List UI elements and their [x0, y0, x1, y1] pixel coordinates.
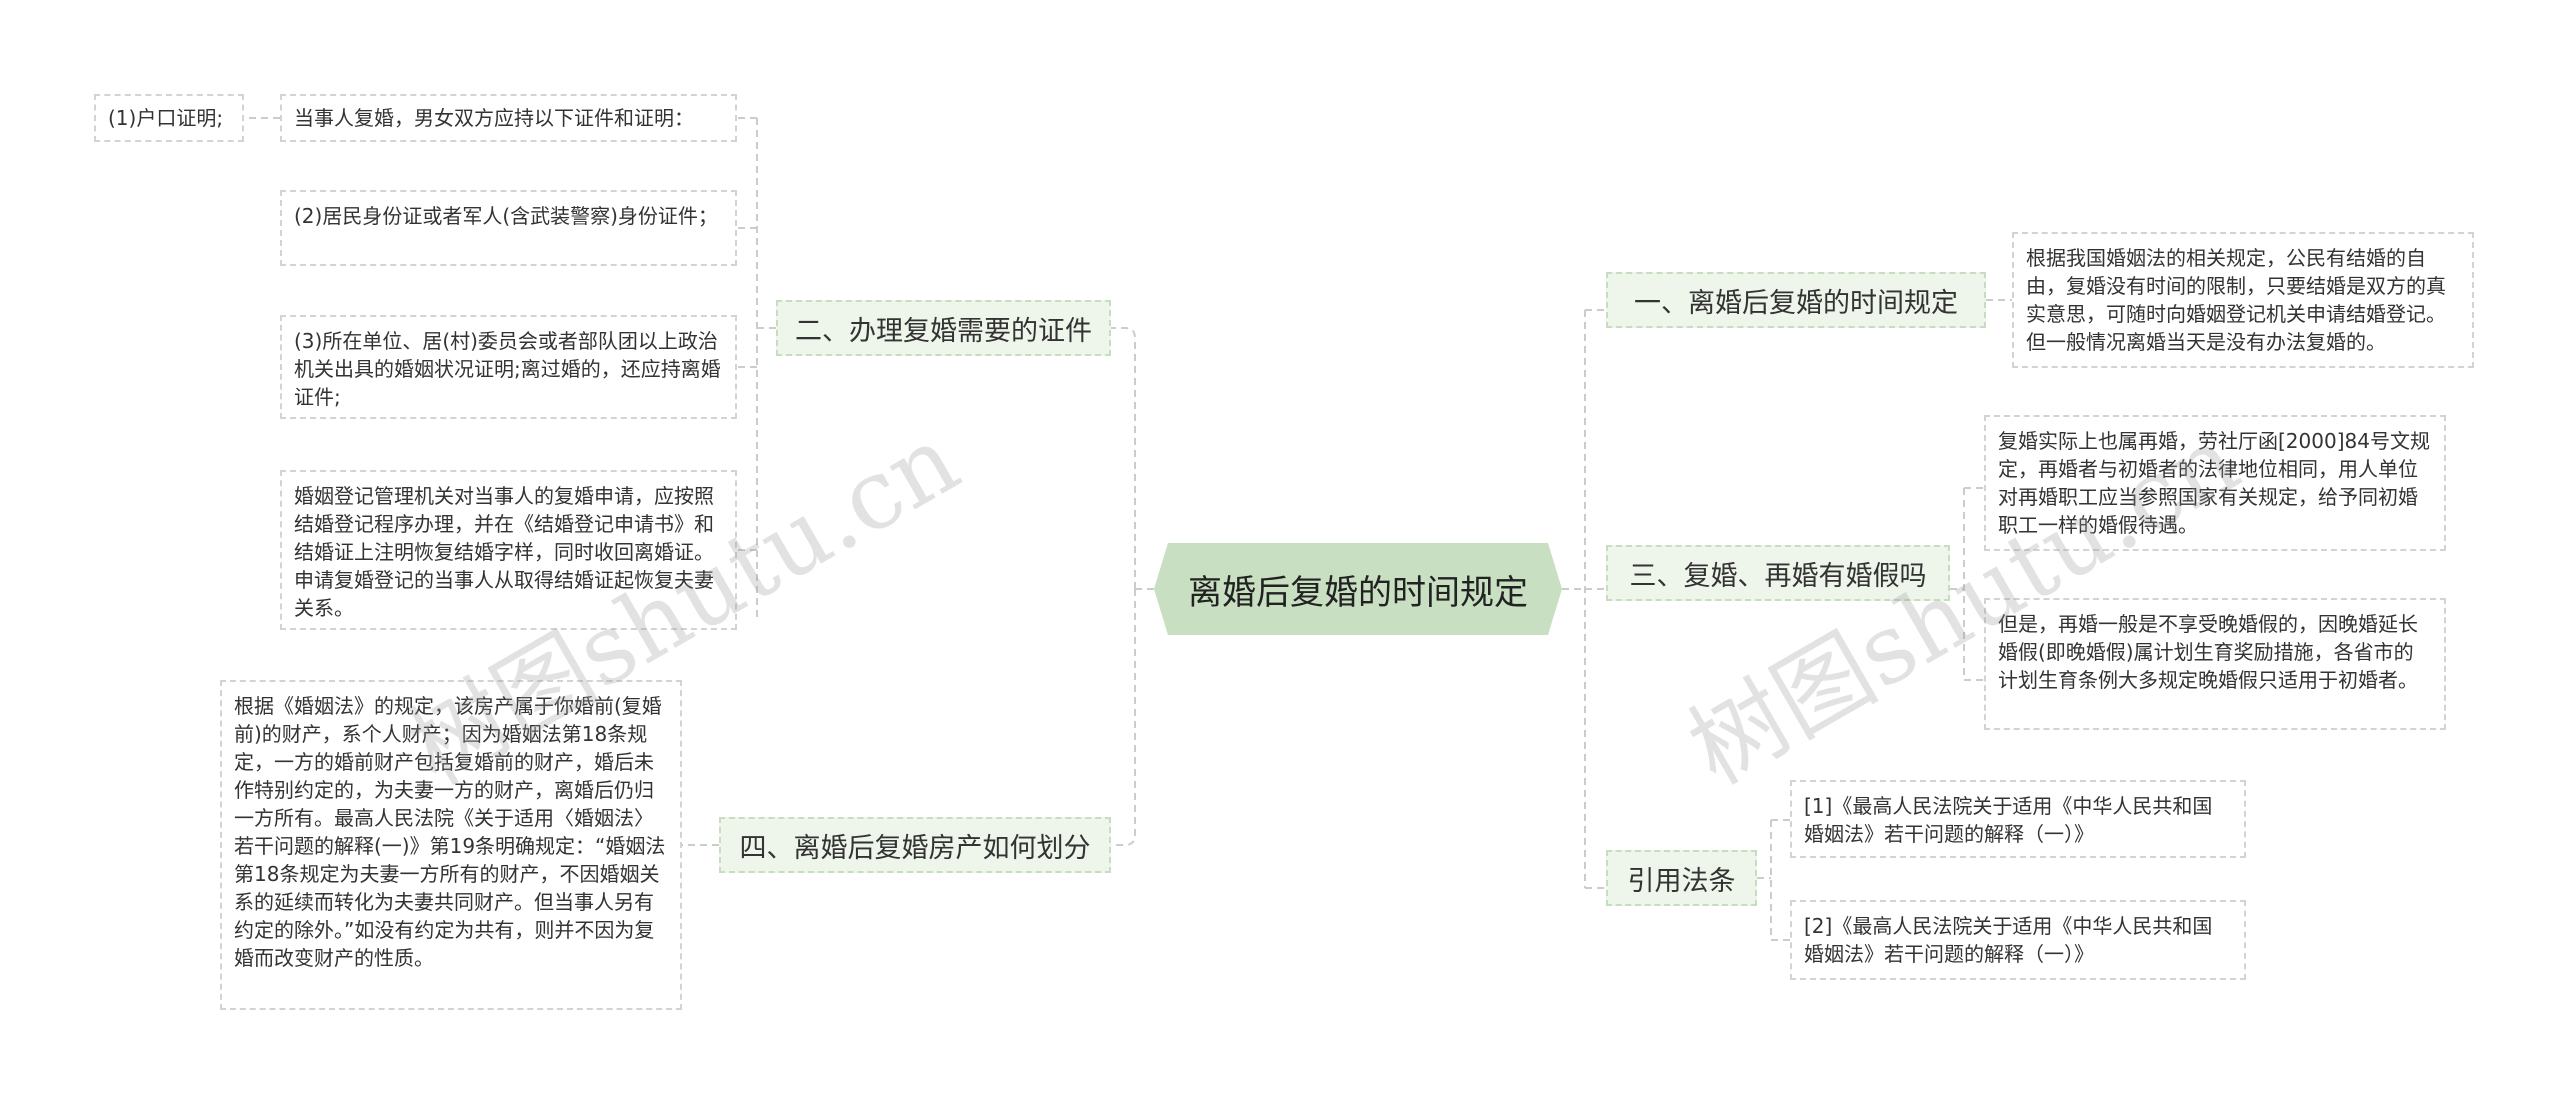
leaf-registration-procedure-text: 婚姻登记管理机关对当事人的复婚申请，应按照结婚登记程序办理，并在《结婚登记申请书… [294, 484, 714, 620]
branch-property-division-label: 四、离婚后复婚房产如何划分 [739, 832, 1091, 864]
leaf-law-reference-1[interactable]: [1]《最高人民法院关于适用《中华人民共和国婚姻法》若干问题的解释（一）》 [1790, 780, 2246, 858]
branch-remarriage-time[interactable]: 一、离婚后复婚的时间规定 [1606, 272, 1986, 328]
leaf-marriage-leave-text: 复婚实际上也属再婚，劳社厅函[2000]84号文规定，再婚者与初婚者的法律地位相… [1998, 429, 2430, 537]
leaf-late-marriage-leave-text: 但是，再婚一般是不享受晚婚假的，因晚婚延长婚假(即晚婚假)属计划生育奖励措施，各… [1998, 612, 2418, 692]
leaf-remarriage-time-text: 根据我国婚姻法的相关规定，公民有结婚的自由，复婚没有时间的限制，只要结婚是双方的… [2026, 246, 2446, 354]
leaf-late-marriage-leave[interactable]: 但是，再婚一般是不享受晚婚假的，因晚婚延长婚假(即晚婚假)属计划生育奖励措施，各… [1984, 598, 2446, 730]
branch-cited-law[interactable]: 引用法条 [1606, 850, 1757, 906]
leaf-property-division-text: 根据《婚姻法》的规定，该房产属于你婚前(复婚前)的财产，系个人财产；因为婚姻法第… [234, 694, 666, 970]
root-topic-label: 离婚后复婚的时间规定 [1188, 572, 1528, 613]
root-topic[interactable]: 离婚后复婚的时间规定 [1154, 543, 1562, 635]
leaf-law-reference-2[interactable]: [2]《最高人民法院关于适用《中华人民共和国婚姻法》若干问题的解释（一）》 [1790, 900, 2246, 980]
leaf-documents-intro[interactable]: 当事人复婚，男女双方应持以下证件和证明： [280, 94, 737, 142]
branch-marriage-leave[interactable]: 三、复婚、再婚有婚假吗 [1606, 545, 1950, 601]
leaf-remarriage-time[interactable]: 根据我国婚姻法的相关规定，公民有结婚的自由，复婚没有时间的限制，只要结婚是双方的… [2012, 232, 2474, 368]
branch-required-documents[interactable]: 二、办理复婚需要的证件 [776, 300, 1111, 356]
branch-remarriage-time-label: 一、离婚后复婚的时间规定 [1634, 287, 1958, 319]
leaf-household-register[interactable]: (1)户口证明; [94, 94, 244, 142]
leaf-id-card-text: (2)居民身份证或者军人(含武装警察)身份证件； [294, 204, 718, 228]
branch-marriage-leave-label: 三、复婚、再婚有婚假吗 [1629, 560, 1927, 592]
leaf-law-reference-1-text: [1]《最高人民法院关于适用《中华人民共和国婚姻法》若干问题的解释（一）》 [1804, 794, 2213, 846]
branch-cited-law-label: 引用法条 [1627, 865, 1736, 897]
leaf-law-reference-2-text: [2]《最高人民法院关于适用《中华人民共和国婚姻法》若干问题的解释（一）》 [1804, 914, 2213, 966]
leaf-marriage-leave[interactable]: 复婚实际上也属再婚，劳社厅函[2000]84号文规定，再婚者与初婚者的法律地位相… [1984, 415, 2446, 551]
leaf-registration-procedure[interactable]: 婚姻登记管理机关对当事人的复婚申请，应按照结婚登记程序办理，并在《结婚登记申请书… [280, 470, 737, 630]
leaf-id-card[interactable]: (2)居民身份证或者军人(含武装警察)身份证件； [280, 190, 737, 266]
branch-property-division[interactable]: 四、离婚后复婚房产如何划分 [719, 817, 1111, 873]
leaf-property-division[interactable]: 根据《婚姻法》的规定，该房产属于你婚前(复婚前)的财产，系个人财产；因为婚姻法第… [220, 680, 682, 1010]
leaf-documents-intro-text: 当事人复婚，男女双方应持以下证件和证明： [294, 106, 694, 130]
leaf-marital-status-proof-text: (3)所在单位、居(村)委员会或者部队团以上政治机关出具的婚姻状况证明;离过婚的… [294, 329, 721, 409]
branch-required-documents-label: 二、办理复婚需要的证件 [795, 315, 1092, 347]
leaf-marital-status-proof[interactable]: (3)所在单位、居(村)委员会或者部队团以上政治机关出具的婚姻状况证明;离过婚的… [280, 315, 737, 419]
leaf-household-register-text: (1)户口证明; [108, 106, 224, 130]
